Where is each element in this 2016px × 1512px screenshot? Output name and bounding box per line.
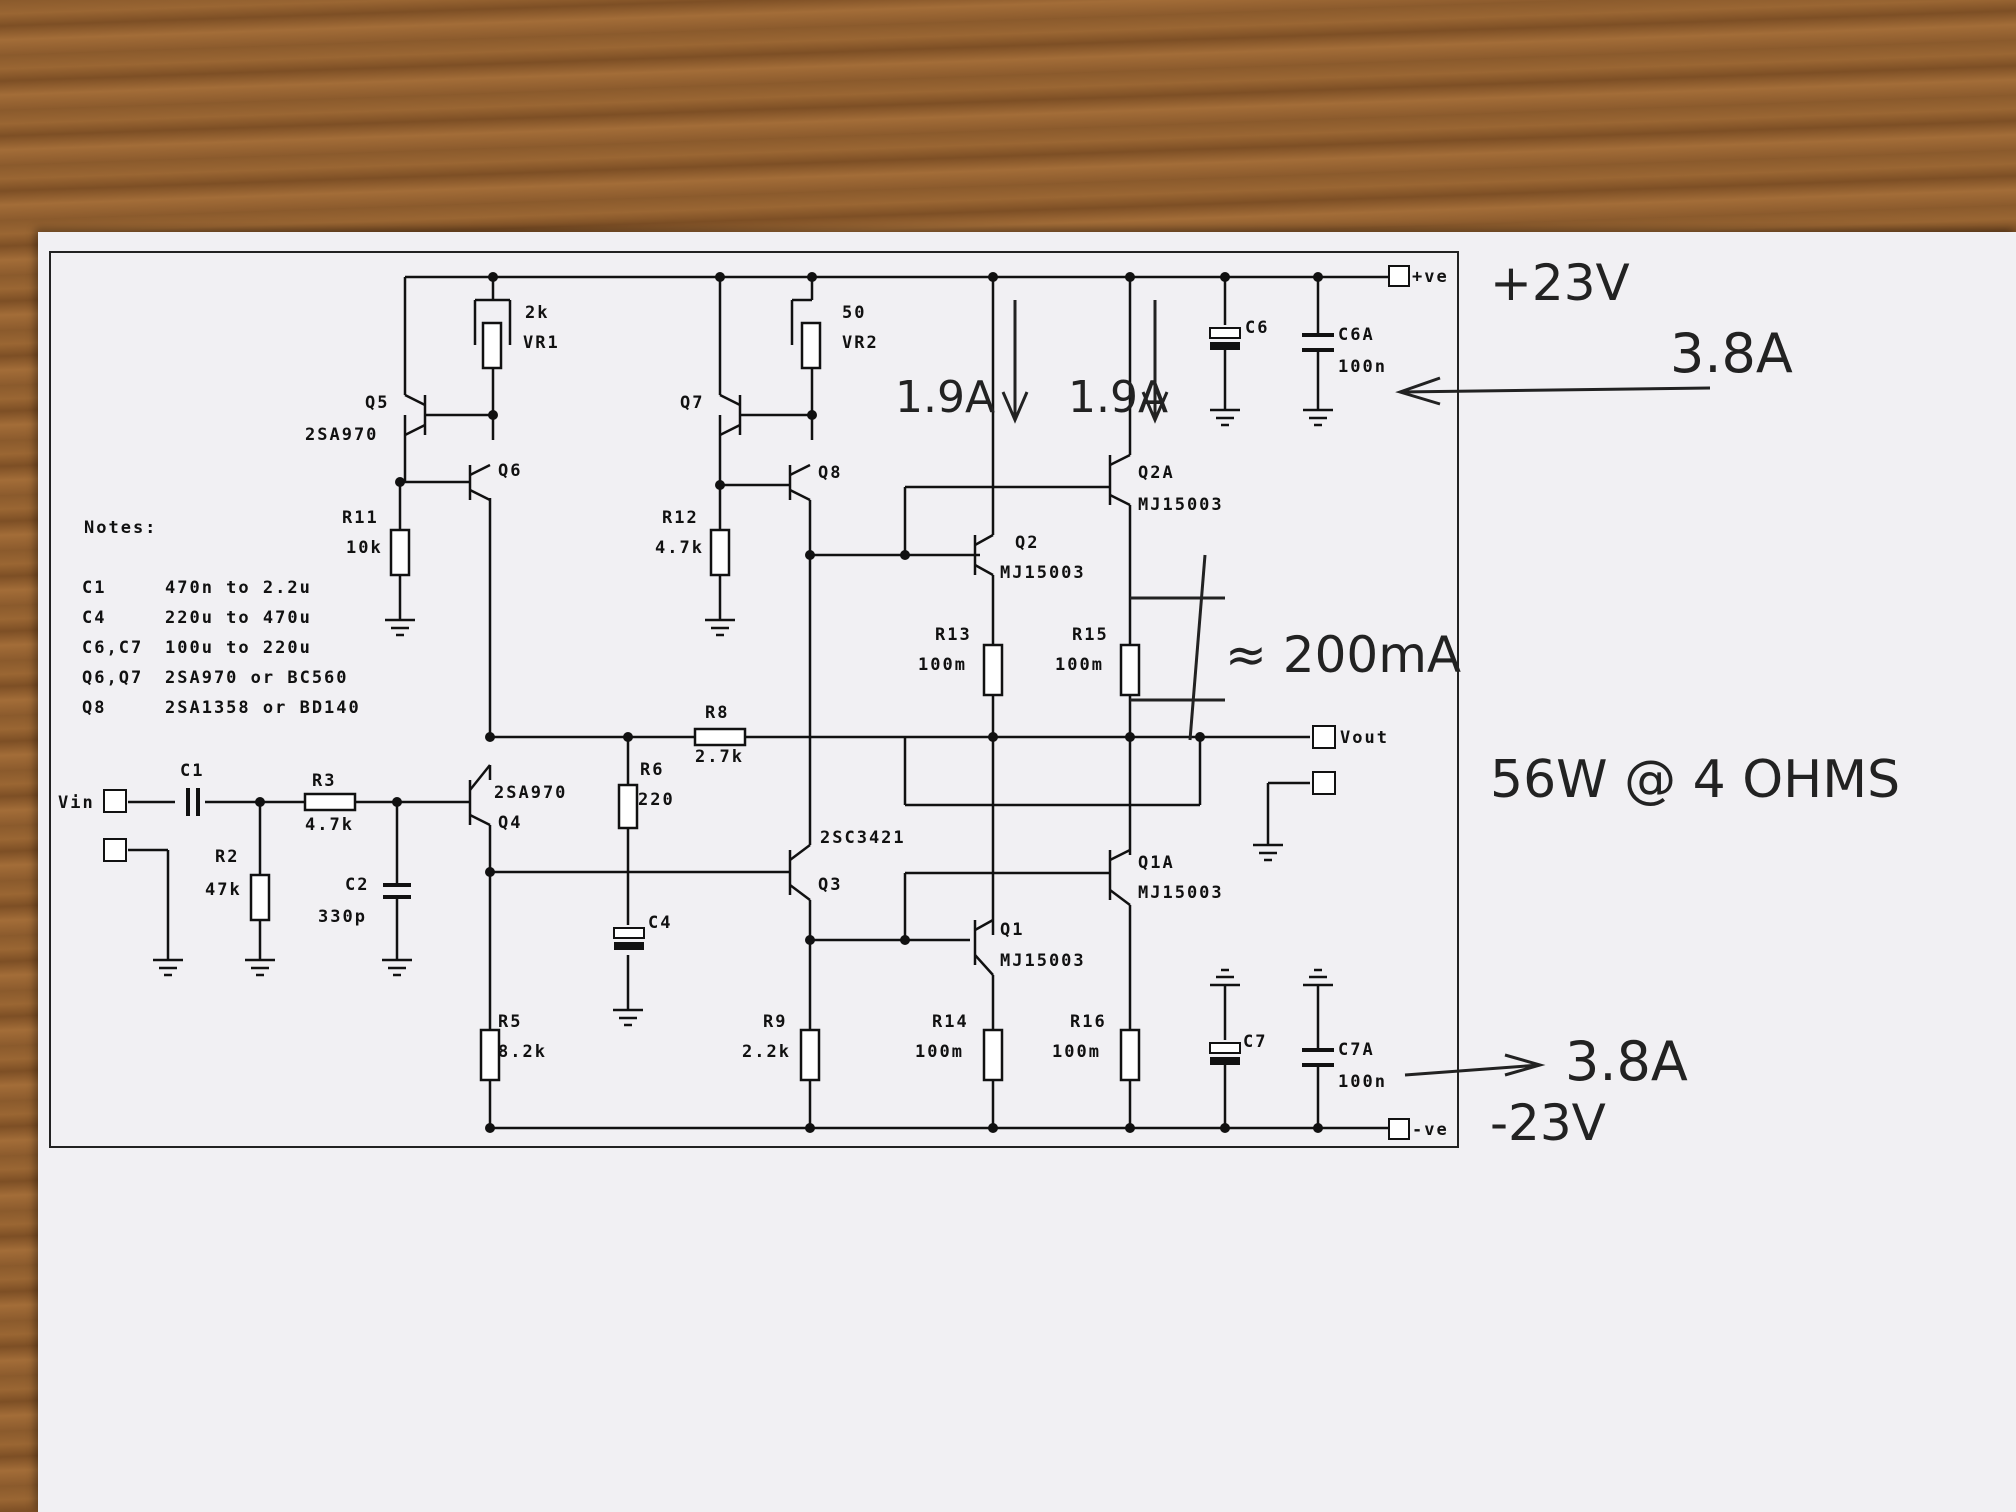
q3-part: 2SC3421	[820, 828, 906, 848]
q5-label: Q5	[365, 393, 389, 413]
notes-value: 220u to 470u	[165, 608, 312, 628]
q8-label: Q8	[818, 463, 842, 483]
vr2-label: VR2	[842, 333, 879, 353]
c7a-value: 100n	[1338, 1072, 1387, 1092]
vr2-value: 50	[842, 303, 866, 323]
q2a-label: Q2A	[1138, 463, 1175, 483]
c7-label: C7	[1243, 1032, 1267, 1052]
r6-value: 220	[638, 790, 675, 810]
minus-voltage-note: -23V	[1490, 1094, 1606, 1152]
notes-block: Notes: C1 470n to 2.2u C4 220u to 470u C…	[82, 518, 361, 718]
q4-part: 2SA970	[494, 783, 567, 803]
minus-ve-terminal: -ve	[1388, 1118, 1449, 1140]
q1a-part: MJ15003	[1138, 883, 1224, 903]
q2-part: MJ15003	[1000, 563, 1086, 583]
notes-title: Notes:	[84, 518, 157, 538]
r2-label: R2	[215, 847, 239, 867]
q1-label: Q1	[1000, 920, 1024, 940]
c2-label: C2	[345, 875, 369, 895]
notes-part: Q6,Q7	[82, 668, 143, 688]
q2-current-note: 1.9A	[895, 372, 995, 423]
capacitor-symbols	[186, 333, 1334, 1067]
resistor-symbols	[249, 321, 1141, 1082]
r6-label: R6	[640, 760, 664, 780]
r13-label: R13	[935, 625, 972, 645]
q2-label: Q2	[1015, 533, 1039, 553]
handwritten-arrows	[1001, 300, 1711, 1077]
r3-value: 4.7k	[305, 815, 354, 835]
r3-label: R3	[312, 771, 336, 791]
r14-value: 100m	[915, 1042, 964, 1062]
ground-symbols	[153, 408, 1333, 1027]
r16-label: R16	[1070, 1012, 1107, 1032]
q5-part: 2SA970	[305, 425, 378, 445]
electrolytic-capacitors	[613, 327, 1241, 1065]
notes-value: 2SA1358 or BD140	[165, 698, 361, 718]
c4-label: C4	[648, 913, 672, 933]
q3-label: Q3	[818, 875, 842, 895]
plus-ve-terminal: +ve	[1388, 265, 1449, 287]
r12-label: R12	[662, 508, 699, 528]
c6a-value: 100n	[1338, 357, 1387, 377]
bottom-current-note: 3.8A	[1565, 1030, 1688, 1093]
q7-label: Q7	[680, 393, 704, 413]
top-current-note: 3.8A	[1670, 322, 1793, 385]
r15-label: R15	[1072, 625, 1109, 645]
q4-label: Q4	[498, 813, 522, 833]
notes-part: C6,C7	[82, 638, 143, 658]
r8-label: R8	[705, 703, 729, 723]
notes-part: C4	[82, 608, 106, 628]
notes-part: C1	[82, 578, 106, 598]
vr1-label: VR1	[523, 333, 560, 353]
notes-value: 100u to 220u	[165, 638, 312, 658]
r9-label: R9	[763, 1012, 787, 1032]
r11-label: R11	[342, 508, 379, 528]
c7a-label: C7A	[1338, 1040, 1375, 1060]
r13-value: 100m	[918, 655, 967, 675]
r11-value: 10k	[346, 538, 383, 558]
c2-value: 330p	[318, 907, 367, 927]
notes-part: Q8	[82, 698, 106, 718]
r12-value: 4.7k	[655, 538, 704, 558]
bias-current-note: ≈ 200mA	[1225, 626, 1461, 684]
c1-label: C1	[180, 761, 204, 781]
plus-voltage-note: +23V	[1490, 254, 1630, 312]
q1a-label: Q1A	[1138, 853, 1175, 873]
r5-value: 8.2k	[498, 1042, 547, 1062]
q6-label: Q6	[498, 461, 522, 481]
r14-label: R14	[932, 1012, 969, 1032]
q2a-part: MJ15003	[1138, 495, 1224, 515]
handwritten-annotations: +23V 3.8A 1.9A 1.9A ≈ 200mA 56W @ 4 OHMS…	[895, 254, 1900, 1152]
notes-value: 470n to 2.2u	[165, 578, 312, 598]
notes-value: 2SA970 or BC560	[165, 668, 349, 688]
c6-label: C6	[1245, 318, 1269, 338]
vout-label: Vout	[1340, 728, 1389, 748]
wiring	[128, 277, 1320, 1128]
io-terminals	[103, 725, 1336, 862]
vr1-value: 2k	[525, 303, 549, 323]
junction-dots	[255, 272, 1323, 1133]
component-labels: Q5 2SA970 Q6 2k VR1 R11 10k Q7 Q8 50 VR2…	[58, 303, 1389, 1092]
r8-value: 2.7k	[695, 747, 744, 767]
q1-part: MJ15003	[1000, 951, 1086, 971]
r2-value: 47k	[205, 880, 242, 900]
svg-text:+ve: +ve	[1412, 267, 1449, 287]
r15-value: 100m	[1055, 655, 1104, 675]
svg-text:-ve: -ve	[1412, 1120, 1449, 1140]
power-rating-note: 56W @ 4 OHMS	[1490, 750, 1900, 810]
r16-value: 100m	[1052, 1042, 1101, 1062]
r9-value: 2.2k	[742, 1042, 791, 1062]
r5-label: R5	[498, 1012, 522, 1032]
vin-label: Vin	[58, 793, 95, 813]
transistor-symbols	[404, 393, 1131, 976]
c6a-label: C6A	[1338, 325, 1375, 345]
schematic-border	[49, 251, 1459, 1148]
